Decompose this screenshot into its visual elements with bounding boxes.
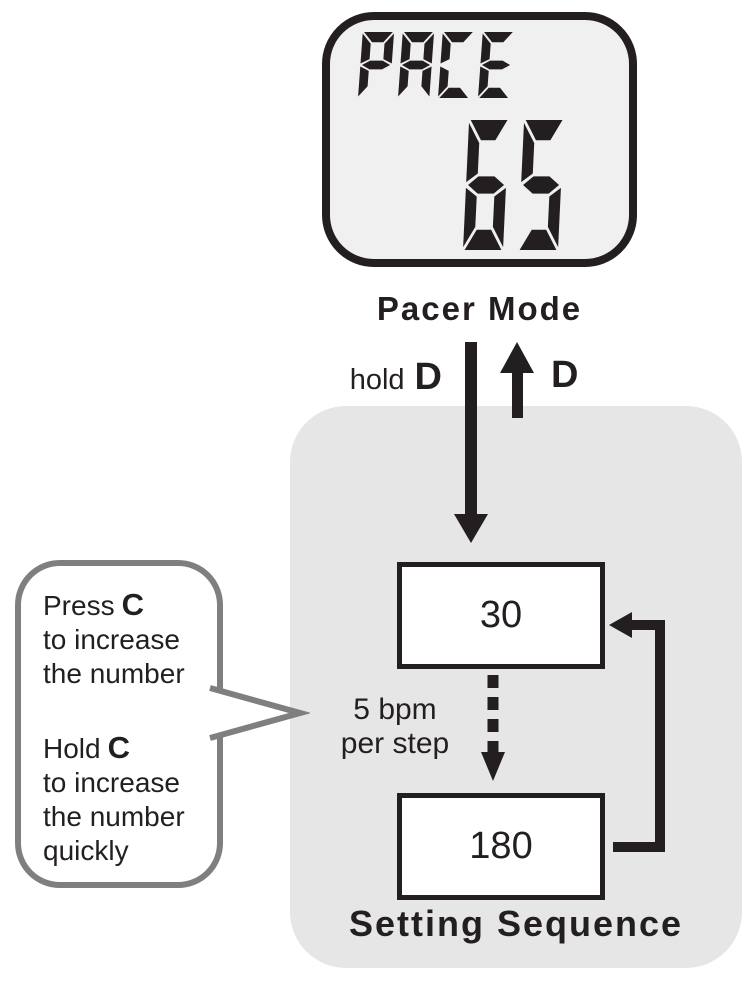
pacer-mode-label: Pacer Mode (376, 290, 583, 327)
hold-d-label: hold D (276, 356, 442, 399)
press-text: Press (43, 590, 115, 621)
callout-line: to increase (43, 767, 180, 798)
callout-line: quickly (43, 835, 129, 866)
hold-text: hold (349, 364, 405, 396)
loop-back-arrow-icon (609, 612, 665, 852)
step-size-label: 5 bpm per step (318, 693, 472, 761)
lcd-screen-digits (358, 32, 563, 250)
sequence-end-value: 180 (469, 825, 533, 867)
key-d-down: D (414, 356, 442, 398)
sequence-start-box: 30 (397, 562, 605, 669)
callout-line: the number (43, 801, 185, 832)
lcd-display (322, 12, 637, 267)
callout-line: to increase (43, 624, 180, 655)
hold-text-2: Hold (43, 733, 101, 764)
dashed-step-arrow-icon (481, 675, 505, 781)
step-size-line1: 5 bpm (353, 693, 437, 726)
step-size-line2: per step (340, 727, 450, 760)
down-arrow-icon (454, 342, 488, 543)
sequence-end-box: 180 (397, 793, 605, 900)
key-c-hold: C (107, 730, 130, 765)
up-arrow-icon (500, 342, 534, 418)
key-c-press: C (121, 587, 144, 622)
key-d-up: D (551, 354, 579, 396)
callout-line: the number (43, 658, 185, 689)
sequence-start-value: 30 (479, 594, 523, 636)
callout-tail-icon (209, 685, 310, 741)
setting-sequence-title: Setting Sequence (348, 903, 684, 944)
